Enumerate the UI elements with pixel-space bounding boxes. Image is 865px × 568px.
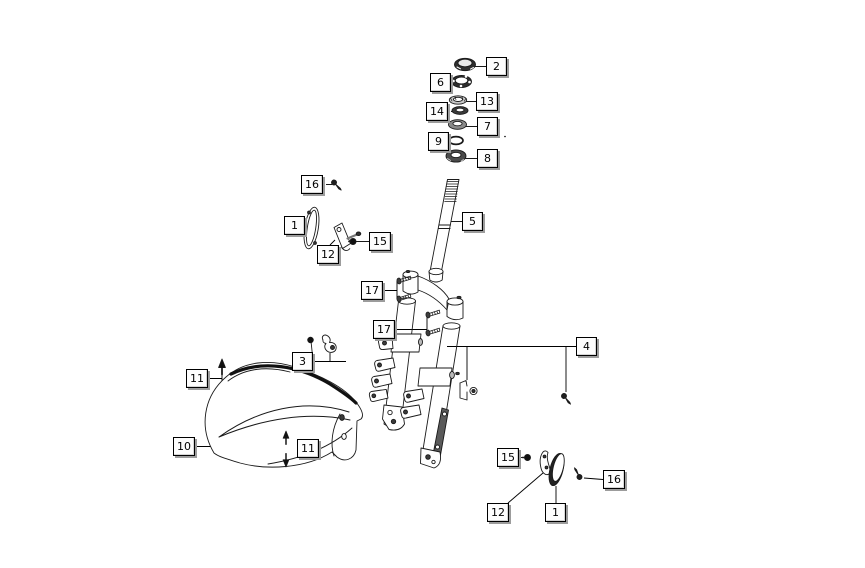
callout-6[interactable]: 6 [430,73,451,92]
part-ball-bearing-6 [451,75,472,88]
part-screw-16-top [329,179,344,191]
part-steering-stem-5 [430,179,460,272]
callout-4[interactable]: 4 [576,337,597,356]
part-washer-13 [448,95,468,105]
callout-10[interactable]: 10 [173,437,195,456]
part-bracket-12-bottom [539,450,551,476]
part-bearing-cone-8 [445,149,467,163]
callout-9[interactable]: 9 [428,132,449,151]
callout-5[interactable]: 5 [462,212,483,231]
part-fork-leg-right [400,322,461,469]
callout-12-bottom[interactable]: 12 [487,503,509,522]
callout-17-upper[interactable]: 17 [361,281,383,300]
callout-16-bottom[interactable]: 16 [603,470,625,489]
callout-13[interactable]: 13 [476,92,498,111]
callout-3[interactable]: 3 [292,352,313,371]
part-nut-15-bottom [521,454,531,461]
callout-11-left[interactable]: 11 [186,369,208,388]
callout-1-top[interactable]: 1 [284,216,305,235]
part-screw-4 [559,392,574,405]
callout-8[interactable]: 8 [477,149,498,168]
callout-1-bottom[interactable]: 1 [545,503,566,522]
part-clamp-3 [307,334,337,356]
part-screw-16-bottom [570,467,585,481]
callout-16-top[interactable]: 16 [301,175,323,194]
part-fork-leg-left [368,297,423,431]
callout-15-top[interactable]: 15 [369,232,391,251]
callout-12-top[interactable]: 12 [317,245,339,264]
part-bracket-4 [459,380,478,401]
callout-15-bottom[interactable]: 15 [497,448,519,467]
part-nut-15-top [348,238,357,245]
callout-14[interactable]: 14 [426,102,448,121]
part-bolts-17-lower [424,309,441,337]
part-washer-14 [451,106,469,115]
part-reflector-1-bottom [548,452,565,487]
callout-17-lower[interactable]: 17 [373,320,395,339]
part-bearing-cap-2 [454,57,476,72]
part-lower-yoke [402,267,464,321]
callout-11-right[interactable]: 11 [297,439,319,458]
part-o-ring-9 [448,135,464,146]
callout-7[interactable]: 7 [477,117,498,136]
callout-2[interactable]: 2 [486,57,507,76]
part-front-fender-10 [204,362,364,468]
part-dust-seal-7 [448,119,467,130]
